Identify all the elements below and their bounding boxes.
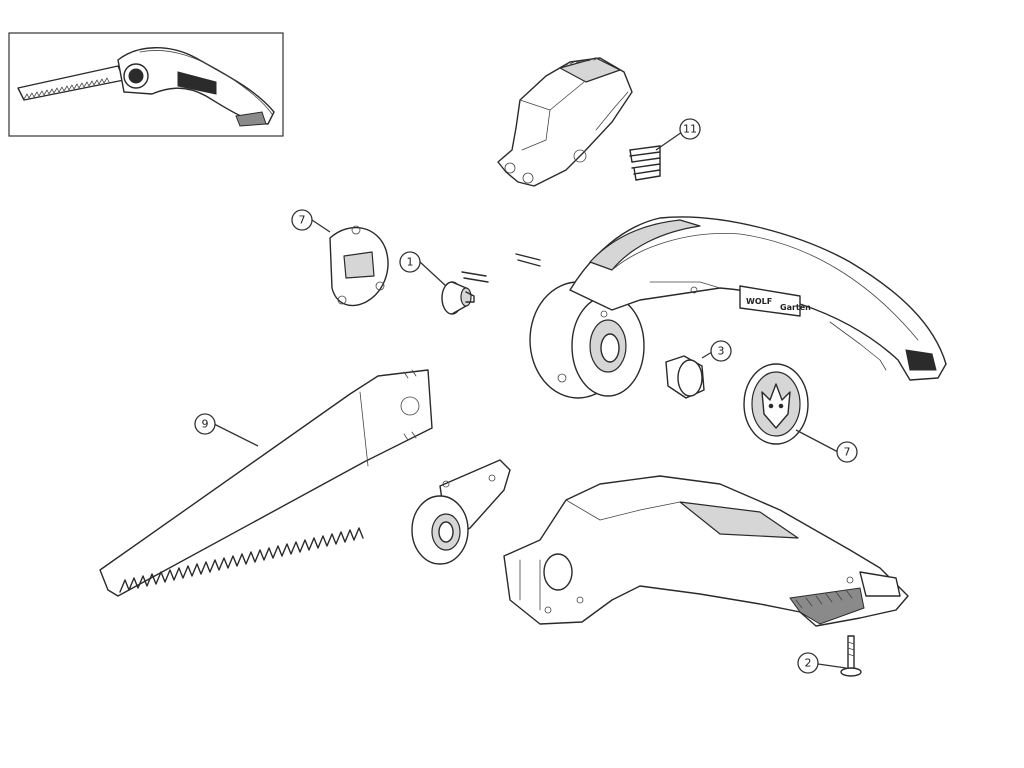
bushing-part <box>419 253 541 315</box>
handle-brand-suffix: Garten <box>780 303 811 312</box>
lower-handle-part <box>503 475 909 627</box>
callout-7-right: 7 <box>836 441 858 463</box>
callout-2: 2 <box>797 652 819 674</box>
callout-7-left: 7 <box>291 209 313 231</box>
cap-part <box>665 351 713 399</box>
callout-1: 1 <box>399 251 421 273</box>
callout-11-label: 11 <box>683 123 697 136</box>
callout-7-left-label: 7 <box>299 214 306 227</box>
washer-plate-part <box>311 219 389 307</box>
callout-11: 11 <box>679 118 701 140</box>
spring-part <box>629 131 683 181</box>
lock-plate-part <box>411 459 511 565</box>
callout-3-label: 3 <box>718 345 725 358</box>
callout-1-label: 1 <box>407 256 414 269</box>
screw-part <box>817 635 862 677</box>
assembled-saw-inset <box>8 32 284 137</box>
callout-3: 3 <box>710 340 732 362</box>
handle-brand-text: WOLF <box>746 297 772 306</box>
saw-blade-part <box>99 369 433 597</box>
callout-9-label: 9 <box>202 418 209 431</box>
upper-handle-part: WOLF Garten <box>529 216 947 399</box>
callout-9: 9 <box>194 413 216 435</box>
logo-disc-part <box>743 363 839 453</box>
lock-cover-part <box>497 57 633 187</box>
callout-2-label: 2 <box>805 657 812 670</box>
callout-7-right-label: 7 <box>844 446 851 459</box>
